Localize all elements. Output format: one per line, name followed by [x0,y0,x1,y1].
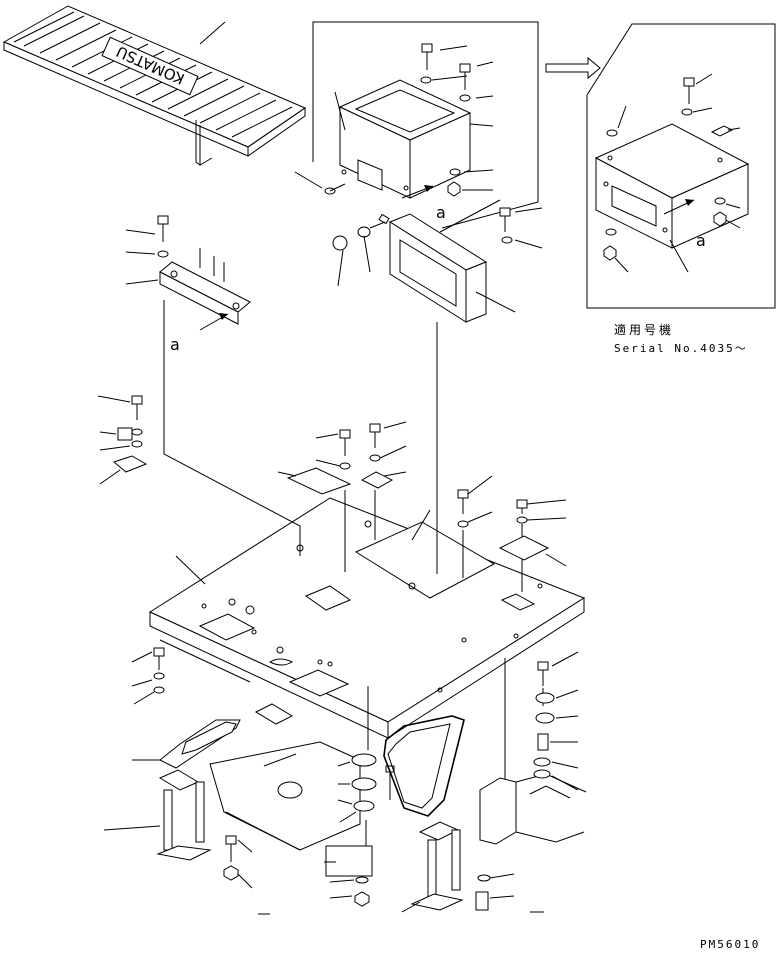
floor-bolts [97,395,567,567]
left-bracket: a [125,215,251,354]
right-frame [479,651,587,845]
detail-box: a [586,23,776,309]
frame-bracket [332,199,543,323]
detail-arrow [545,56,601,80]
step-plate: KOMATSU [2,5,307,166]
detail-marker-upper: a [436,203,446,222]
floor-plate [148,497,586,739]
center-cushions [324,753,395,907]
detail-marker-left: a [170,335,180,354]
lower-left-parts [103,647,361,889]
drawing-code: PM56010 [700,938,760,951]
upper-frame-box: a [294,21,539,229]
applicable-serial-number: Serial No.4035～ [614,342,748,355]
handrail [258,715,544,915]
alignment-lines [163,300,544,780]
applicable-serial-label-jp: 適用号機 [614,322,674,337]
detail-marker-box: a [696,231,706,250]
